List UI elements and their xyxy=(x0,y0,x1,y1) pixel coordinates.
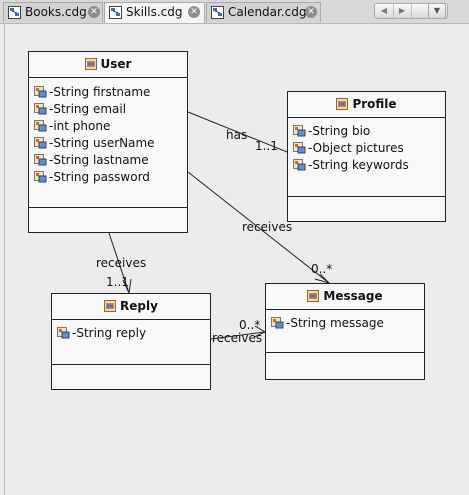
attribute-icon xyxy=(293,159,306,171)
attribute-row[interactable]: -String bio xyxy=(293,123,370,140)
attribute-icon xyxy=(271,317,284,329)
class-icon xyxy=(336,98,349,110)
tab-books[interactable]: Books.cdg ✕ xyxy=(3,2,103,22)
editor-tab-bar: Books.cdg ✕ Skills.cdg ✕ Calendar.cdg ✕ … xyxy=(0,0,469,24)
attribute-icon xyxy=(34,171,47,183)
class-icon xyxy=(84,58,97,70)
association-user-profile[interactable] xyxy=(187,111,303,159)
attribute-row[interactable]: -String lastname xyxy=(34,152,149,169)
attribute-icon xyxy=(57,327,70,339)
attribute-label: -String bio xyxy=(308,124,371,138)
class-profile[interactable]: Profile -String bio -Object pictures -St… xyxy=(287,91,446,222)
class-icon xyxy=(307,290,320,302)
class-message[interactable]: Message -String message xyxy=(265,283,425,380)
view-menu-icon[interactable]: ▼ xyxy=(428,3,446,19)
association-label: receives xyxy=(212,331,263,345)
class-name: Reply xyxy=(120,299,158,313)
forward-arrow-icon[interactable]: ▶ xyxy=(393,4,412,18)
multiplicity-label: 1..1 xyxy=(255,139,278,153)
class-name: Message xyxy=(323,289,383,303)
attribute-row[interactable]: -String reply xyxy=(57,325,146,342)
attribute-row[interactable]: -String firstname xyxy=(34,84,150,101)
diagram-canvas[interactable]: has 1..1 receives 0..* receives 1..1 rec… xyxy=(4,24,466,495)
operations-divider xyxy=(52,364,210,365)
association-reply-message[interactable] xyxy=(210,331,266,340)
association-label: receives xyxy=(242,220,293,234)
class-user[interactable]: User -String firstname -String email -in… xyxy=(28,51,188,233)
class-reply[interactable]: Reply -String reply xyxy=(51,293,211,390)
class-name: User xyxy=(100,57,132,71)
attribute-row[interactable]: -String password xyxy=(34,169,150,186)
operations-divider xyxy=(288,196,445,197)
association-user-message[interactable] xyxy=(187,171,330,284)
operations-divider xyxy=(29,207,187,208)
class-header: Reply xyxy=(52,294,210,320)
class-header: Message xyxy=(266,284,424,310)
attribute-icon xyxy=(34,86,47,98)
attribute-icon xyxy=(34,103,47,115)
attribute-row[interactable]: -String email xyxy=(34,101,126,118)
attribute-label: -String reply xyxy=(72,326,147,340)
tab-label: Skills.cdg xyxy=(126,5,183,19)
attribute-icon xyxy=(34,154,47,166)
tab-calendar[interactable]: Calendar.cdg ✕ xyxy=(206,2,321,22)
attribute-label: -String firstname xyxy=(49,85,151,99)
class-header: Profile xyxy=(288,92,445,118)
attribute-label: -int phone xyxy=(49,119,111,133)
tab-label: Books.cdg xyxy=(25,5,87,19)
close-icon[interactable]: ✕ xyxy=(88,6,100,18)
attribute-label: -String message xyxy=(286,316,384,330)
attribute-label: -String userName xyxy=(49,136,155,150)
tab-skills[interactable]: Skills.cdg ✕ xyxy=(104,2,205,23)
operations-divider xyxy=(266,352,424,353)
attribute-icon xyxy=(34,120,47,132)
attribute-row[interactable]: -String userName xyxy=(34,135,155,152)
attribute-row[interactable]: -Object pictures xyxy=(293,140,404,157)
back-arrow-icon[interactable]: ◀ xyxy=(375,4,394,18)
attribute-label: -String password xyxy=(49,170,150,184)
attribute-label: -String lastname xyxy=(49,153,149,167)
attribute-icon xyxy=(293,142,306,154)
diagram-file-icon xyxy=(109,6,122,19)
association-user-reply[interactable] xyxy=(108,232,130,294)
attribute-icon xyxy=(293,125,306,137)
diagram-file-icon xyxy=(8,6,21,19)
class-header: User xyxy=(29,52,187,78)
attribute-label: -String keywords xyxy=(308,158,409,172)
class-name: Profile xyxy=(352,97,397,111)
attribute-row[interactable]: -String keywords xyxy=(293,157,409,174)
attribute-icon xyxy=(34,137,47,149)
attribute-label: -String email xyxy=(49,102,127,116)
multiplicity-label: 0..* xyxy=(311,262,333,276)
attribute-row[interactable]: -String message xyxy=(271,315,384,332)
association-label: has xyxy=(226,128,248,142)
close-icon[interactable]: ✕ xyxy=(188,6,200,18)
multiplicity-label: 1..1 xyxy=(106,275,129,289)
tab-label: Calendar.cdg xyxy=(228,5,307,19)
attribute-label: -Object pictures xyxy=(308,141,404,155)
diagram-file-icon xyxy=(211,6,224,19)
association-label: receives xyxy=(96,256,147,270)
multiplicity-label: 0..* xyxy=(239,318,261,332)
class-icon xyxy=(104,300,117,312)
attribute-row[interactable]: -int phone xyxy=(34,118,110,135)
close-icon[interactable]: ✕ xyxy=(305,6,317,18)
